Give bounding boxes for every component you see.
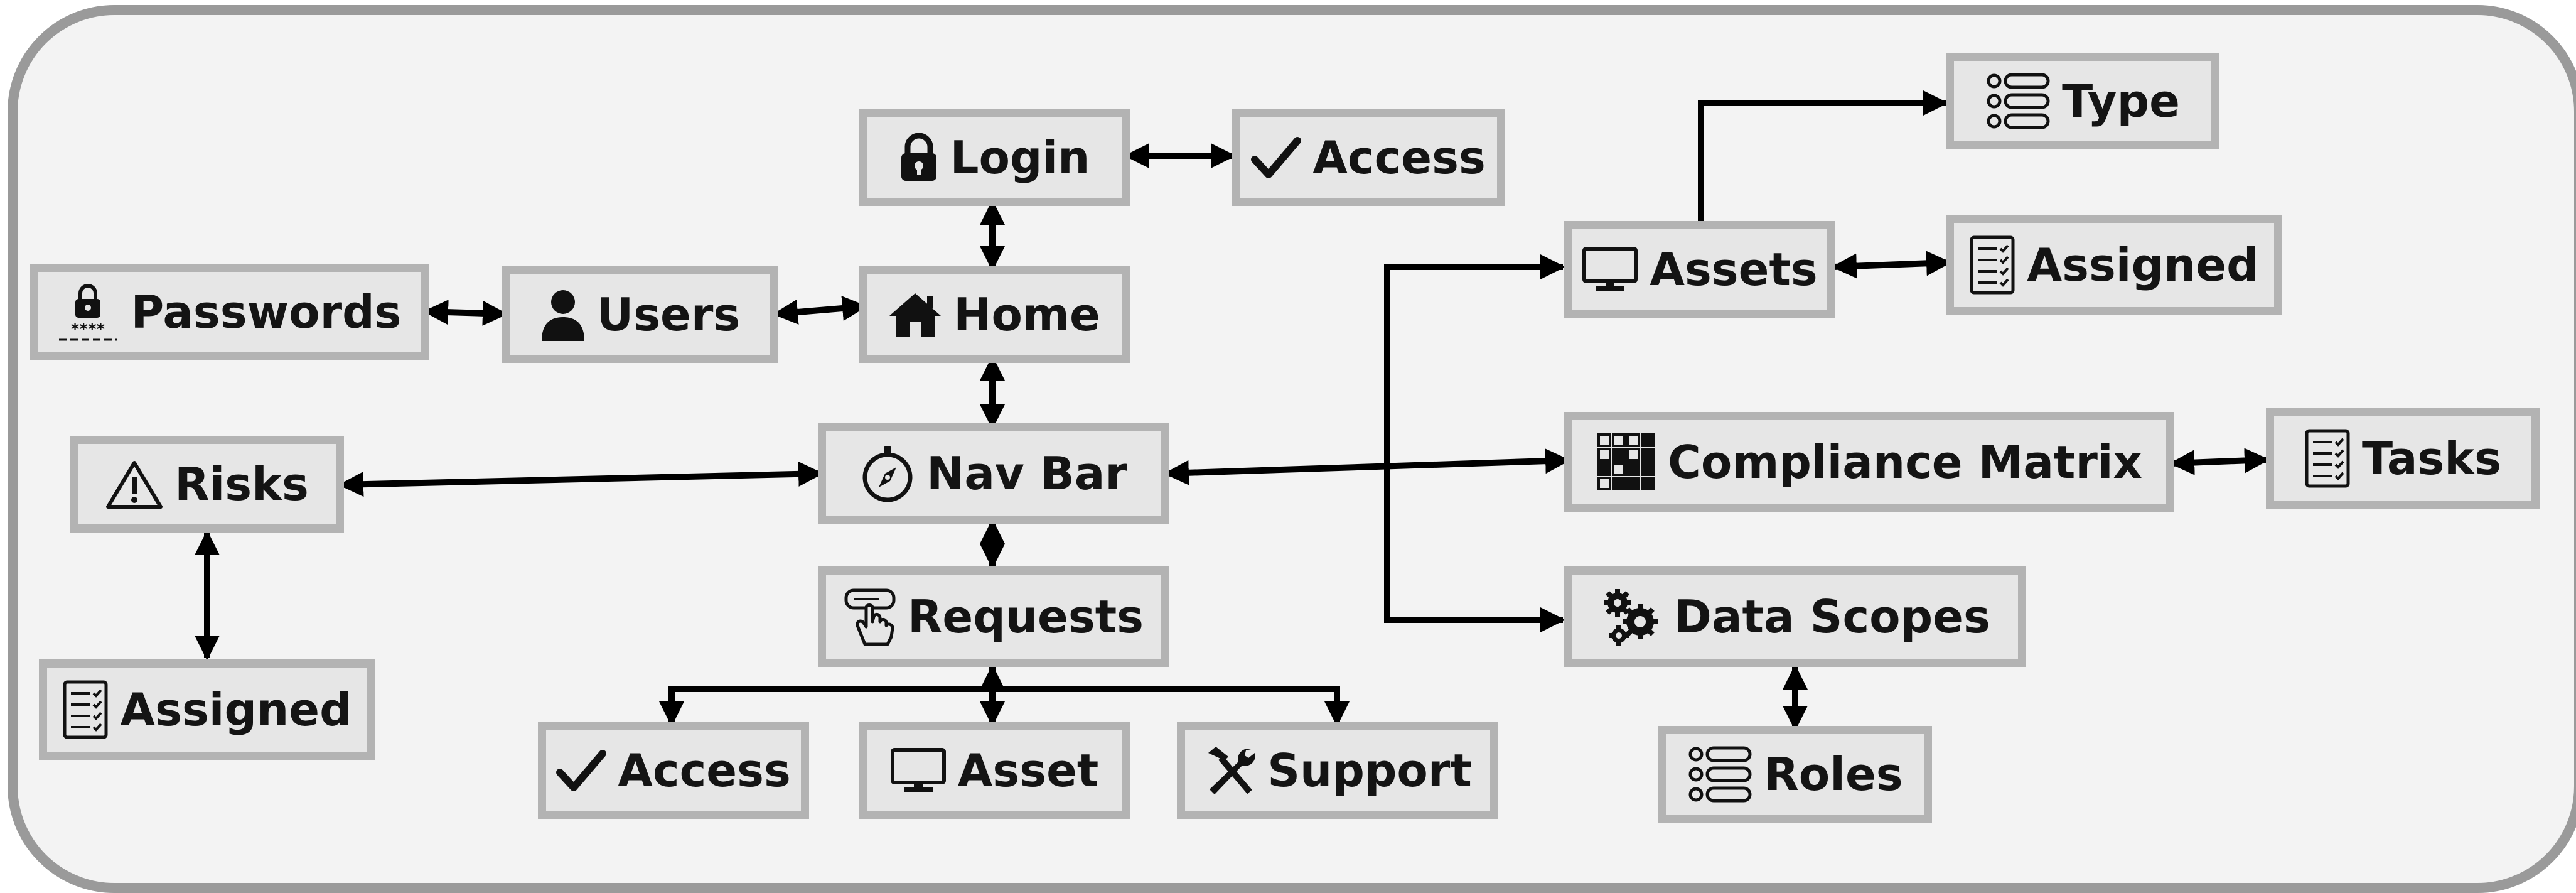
node-label: Access xyxy=(618,744,791,797)
user-icon xyxy=(540,288,586,341)
node-tasks[interactable]: Tasks xyxy=(2266,408,2540,509)
list-icon xyxy=(1687,744,1752,804)
edge-compliance-tasks xyxy=(2169,448,2270,475)
node-label: Requests xyxy=(907,590,1144,643)
list-icon xyxy=(1985,71,2051,131)
node-label: Users xyxy=(596,288,741,341)
edge-users-home xyxy=(773,296,867,325)
warning-icon xyxy=(105,459,163,509)
node-label: Assigned xyxy=(120,683,352,736)
node-request-access[interactable]: Access xyxy=(538,722,809,819)
node-label: Assigned xyxy=(2027,239,2259,291)
node-requests[interactable]: Requests xyxy=(818,566,1169,667)
node-passwords[interactable]: **** Passwords xyxy=(30,264,429,360)
node-navbar[interactable]: Nav Bar xyxy=(818,423,1169,524)
monitor-icon xyxy=(890,747,947,794)
node-compliance-matrix[interactable]: Compliance Matrix xyxy=(1564,412,2174,512)
grid-matrix-icon xyxy=(1596,432,1656,492)
node-label: Roles xyxy=(1764,748,1903,801)
pointer-click-icon xyxy=(844,587,896,647)
check-icon xyxy=(556,749,607,793)
node-roles[interactable]: Roles xyxy=(1658,726,1932,823)
compass-icon xyxy=(860,443,915,504)
edge-assets-type xyxy=(1698,90,1948,221)
node-risks[interactable]: Risks xyxy=(70,436,344,533)
node-access-top[interactable]: Access xyxy=(1232,109,1505,206)
node-label: Assets xyxy=(1650,243,1818,296)
gears-icon xyxy=(1600,587,1663,647)
node-label: Compliance Matrix xyxy=(1668,436,2142,489)
node-assets[interactable]: Assets xyxy=(1564,221,1835,318)
node-label: Access xyxy=(1312,131,1486,184)
node-label: Login xyxy=(950,131,1090,184)
lock-icon xyxy=(899,133,939,182)
edge-passwords-users xyxy=(423,300,508,326)
node-label: Data Scopes xyxy=(1674,590,1990,643)
checklist-icon xyxy=(2304,428,2351,489)
node-label: Risks xyxy=(174,458,309,511)
node-request-support[interactable]: Support xyxy=(1177,722,1498,819)
node-risks-assigned[interactable]: Assigned xyxy=(39,659,375,760)
edge-risks-navbar xyxy=(338,461,824,497)
monitor-icon xyxy=(1582,246,1638,293)
check-icon xyxy=(1251,136,1302,180)
edge-navbar-datascopes xyxy=(1384,465,1565,632)
edge-navbar-assets xyxy=(1384,254,1565,465)
node-label: Nav Bar xyxy=(926,447,1127,500)
edge-navbar-compliance xyxy=(1164,448,1570,485)
node-label: Type xyxy=(2062,75,2180,127)
edge-requests-access xyxy=(659,686,992,727)
password-lock-icon: **** xyxy=(56,282,119,342)
home-icon xyxy=(888,291,942,338)
edge-assets-assigned xyxy=(1832,251,1951,279)
node-label: Home xyxy=(953,288,1100,341)
node-home[interactable]: Home xyxy=(859,266,1130,363)
node-request-asset[interactable]: Asset xyxy=(859,722,1130,819)
edge-requests-support xyxy=(992,686,1350,727)
node-label: Passwords xyxy=(131,286,402,338)
node-label: Support xyxy=(1267,744,1472,797)
checklist-icon xyxy=(62,679,109,740)
tools-icon xyxy=(1203,744,1256,797)
svg-text:****: **** xyxy=(71,320,105,339)
node-login[interactable]: Login xyxy=(859,109,1130,206)
checklist-icon xyxy=(1969,235,2015,295)
node-assets-assigned[interactable]: Assigned xyxy=(1946,215,2282,315)
node-users[interactable]: Users xyxy=(502,266,778,363)
node-data-scopes[interactable]: Data Scopes xyxy=(1564,566,2026,667)
node-type[interactable]: Type xyxy=(1946,53,2219,149)
node-label: Tasks xyxy=(2361,432,2501,485)
node-label: Asset xyxy=(957,744,1099,797)
